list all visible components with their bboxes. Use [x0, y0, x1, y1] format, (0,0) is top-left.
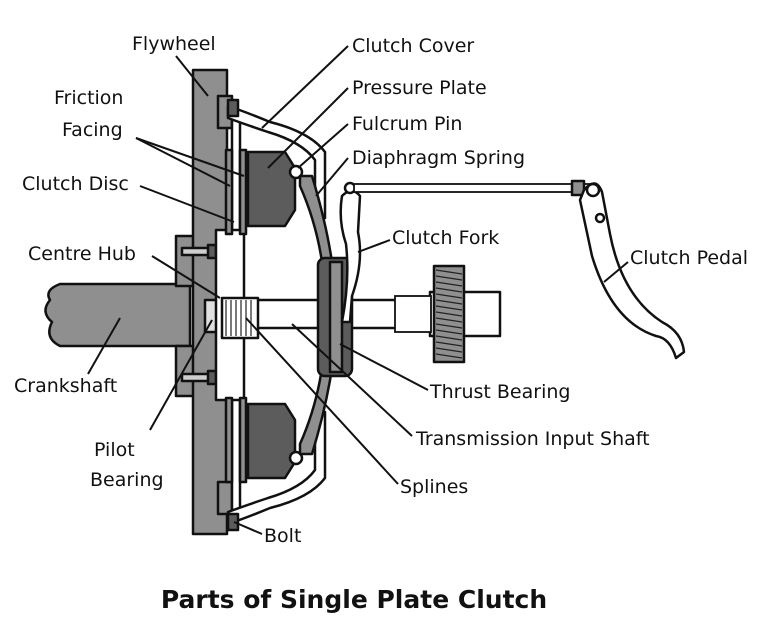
- label-diaphragm-spring: Diaphragm Spring: [352, 147, 525, 169]
- fulcrum-pin-lower: [288, 450, 304, 466]
- leader-clutch-cover: [261, 45, 349, 129]
- label-pressure-plate: Pressure Plate: [352, 77, 487, 99]
- leader-friction-facing-b: [135, 137, 245, 177]
- gear-tooth: [435, 347, 463, 353]
- flywheel-rim-bottom: [216, 480, 234, 516]
- input-shaft-step: [394, 295, 432, 333]
- leader-friction-facing-a: [135, 137, 231, 187]
- leader-splines: [245, 317, 399, 485]
- clutch-fork-shape: [339, 189, 362, 324]
- label-clutch-fork: Clutch Fork: [392, 227, 499, 249]
- label-splines: Splines: [400, 476, 468, 498]
- label-flywheel: Flywheel: [132, 33, 216, 55]
- linkage-rod: [353, 183, 591, 193]
- splines-shape: [220, 296, 260, 340]
- gear-tooth: [435, 305, 463, 311]
- leader-lines: [87, 45, 629, 535]
- leader-pilot-bearing: [149, 319, 213, 431]
- label-clutch-disc: Clutch Disc: [22, 173, 129, 195]
- leader-crankshaft: [87, 317, 121, 375]
- label-friction-facing-line1: Friction: [54, 87, 123, 109]
- gear-tooth: [435, 317, 463, 323]
- leader-clutch-pedal: [603, 261, 629, 283]
- diagram-title: Parts of Single Plate Clutch: [161, 585, 547, 614]
- leader-flywheel: [175, 55, 209, 97]
- gear-tooth: [435, 353, 463, 359]
- leader-pressure-plate: [267, 87, 349, 169]
- leader-centre-hub: [151, 255, 221, 299]
- leader-diaphragm-spring: [315, 157, 349, 197]
- friction-facing-lower-left: [224, 396, 234, 484]
- gear-tooth: [435, 299, 463, 305]
- label-transmission-input-shaft: Transmission Input Shaft: [415, 428, 650, 450]
- leader-clutch-fork: [357, 239, 391, 253]
- leader-bolt: [233, 521, 263, 535]
- label-pilot-bearing-line2: Bearing: [90, 469, 164, 491]
- clutch-pedal-shape: [578, 182, 686, 360]
- label-clutch-pedal: Clutch Pedal: [630, 247, 748, 269]
- clutch-drawing: [44, 68, 686, 536]
- gear-tooth: [435, 269, 463, 275]
- label-friction-facing-line2: Facing: [62, 119, 123, 141]
- gear-tooth: [435, 323, 463, 329]
- label-pilot-bearing-line1: Pilot: [94, 439, 135, 461]
- leader-fulcrum-pin: [297, 123, 349, 169]
- gear-tooth: [435, 293, 463, 299]
- label-bolt: Bolt: [264, 525, 301, 547]
- leader-clutch-disc: [139, 185, 235, 223]
- label-fulcrum-pin: Fulcrum Pin: [352, 113, 462, 135]
- part-labels: Flywheel Clutch Cover Pressure Plate Ful…: [14, 33, 748, 547]
- gear-tooth: [435, 341, 463, 347]
- label-centre-hub: Centre Hub: [28, 243, 136, 265]
- label-crankshaft: Crankshaft: [14, 375, 117, 397]
- clutch-pedal-pin: [594, 212, 606, 224]
- pressure-plate-lower: [246, 402, 297, 480]
- friction-facing-upper-left: [224, 148, 234, 236]
- flywheel-hub-upper: [174, 234, 196, 288]
- gear-tooth: [435, 335, 463, 341]
- transmission-gear: [432, 264, 466, 364]
- friction-facing-lower-right: [238, 396, 248, 484]
- gear-tooth: [435, 281, 463, 287]
- cover-bolt-bottom: [226, 512, 240, 532]
- diaphragm-spring-upper: [298, 174, 334, 264]
- label-thrust-bearing: Thrust Bearing: [429, 381, 570, 403]
- friction-facing-upper-right: [238, 148, 248, 236]
- thrust-bearing-race: [328, 260, 344, 374]
- gear-tooth: [435, 311, 463, 317]
- linkage-adjuster: [570, 179, 586, 197]
- cover-bolt-top: [226, 98, 240, 118]
- gear-tooth: [435, 329, 463, 335]
- crankshaft-shape: [44, 282, 192, 348]
- flywheel-hub-lower: [174, 344, 196, 398]
- clutch-pedal-pivot: [585, 182, 601, 198]
- fulcrum-pin-upper: [288, 164, 304, 180]
- gear-tooth: [435, 287, 463, 293]
- gear-tooth: [435, 275, 463, 281]
- leader-input-shaft: [291, 323, 413, 437]
- label-clutch-cover: Clutch Cover: [352, 35, 474, 57]
- leader-thrust-bearing: [339, 343, 429, 391]
